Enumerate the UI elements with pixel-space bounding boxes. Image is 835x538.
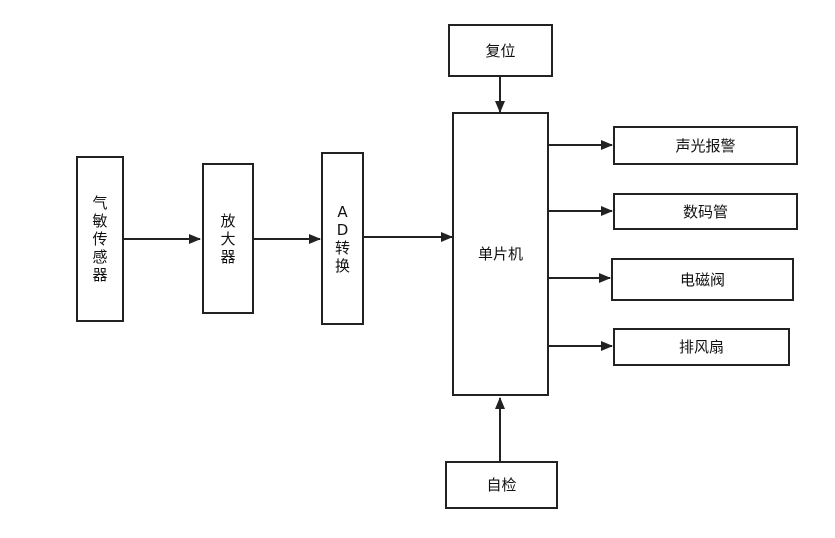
- amplifier-block: 放 大 器: [202, 163, 254, 314]
- display-block: 数码管: [613, 193, 798, 230]
- fan-block: 排风扇: [613, 328, 790, 366]
- alarm-block: 声光报警: [613, 126, 798, 165]
- reset-block: 复位: [448, 24, 553, 77]
- valve-block: 电磁阀: [611, 258, 794, 301]
- self-check-block: 自检: [445, 461, 558, 509]
- mcu-block: 单片机: [452, 112, 549, 396]
- gas-sensor-block: 气 敏 传 感 器: [76, 156, 124, 322]
- ad-converter-block: A D 转 换: [321, 152, 364, 325]
